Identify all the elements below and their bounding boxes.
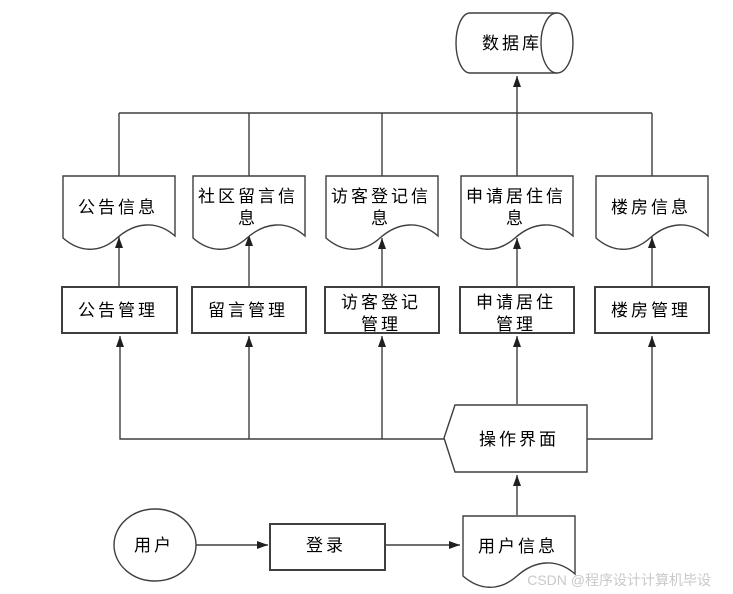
doc-community-message-info <box>192 175 306 250</box>
connector-interface-right-bus <box>587 336 656 440</box>
doc-announcement-info-label: 公告信息 <box>78 198 158 217</box>
box-message-management-label: 留言管理 <box>208 301 288 320</box>
connector-docs-to-db-bus <box>118 112 653 176</box>
doc-visitor-register-info-label-2: 息 <box>371 209 391 228</box>
user-info-label: 用户信息 <box>478 537 558 556</box>
doc-residence-apply-info <box>460 175 574 250</box>
login-box <box>269 523 386 571</box>
doc-community-message-info-label-2: 息 <box>238 209 258 228</box>
user-circle <box>113 508 197 582</box>
doc-announcement-info <box>62 175 176 250</box>
box-building-management-label: 楼房管理 <box>611 301 691 320</box>
box-building-management <box>594 286 710 334</box>
connector-interface-left-bus <box>116 336 444 440</box>
csdn-watermark: CSDN @程序设计计算机毕设 <box>527 572 711 588</box>
doc-user-info <box>462 515 576 588</box>
doc-visitor-register-info <box>325 175 439 250</box>
doc-community-message-info-label-1: 社区留言信 <box>198 187 298 206</box>
box-message-management <box>191 286 307 334</box>
box-visitor-register-management <box>324 286 440 334</box>
doc-residence-apply-info-label-2: 息 <box>506 209 526 228</box>
login-label: 登录 <box>306 536 346 555</box>
box-residence-apply-management-label-1: 申请居住 <box>476 293 556 312</box>
doc-building-info <box>595 175 709 250</box>
doc-visitor-register-info-label-1: 访客登记信 <box>331 187 431 206</box>
box-residence-apply-management <box>459 286 575 334</box>
doc-building-info-label: 楼房信息 <box>611 198 691 217</box>
database-cylinder <box>455 12 574 74</box>
database-label: 数据库 <box>482 34 542 53</box>
operation-interface-label: 操作界面 <box>479 430 559 449</box>
operation-interface-shape <box>443 404 588 473</box>
box-visitor-register-management-label-1: 访客登记 <box>341 293 421 312</box>
box-announcement-management <box>61 286 178 334</box>
box-announcement-management-label: 公告管理 <box>78 301 158 320</box>
user-label: 用户 <box>134 536 174 555</box>
doc-residence-apply-info-label-1: 申请居住信 <box>466 187 566 206</box>
box-residence-apply-management-label-2: 管理 <box>496 315 536 334</box>
box-visitor-register-management-label-2: 管理 <box>361 315 401 334</box>
